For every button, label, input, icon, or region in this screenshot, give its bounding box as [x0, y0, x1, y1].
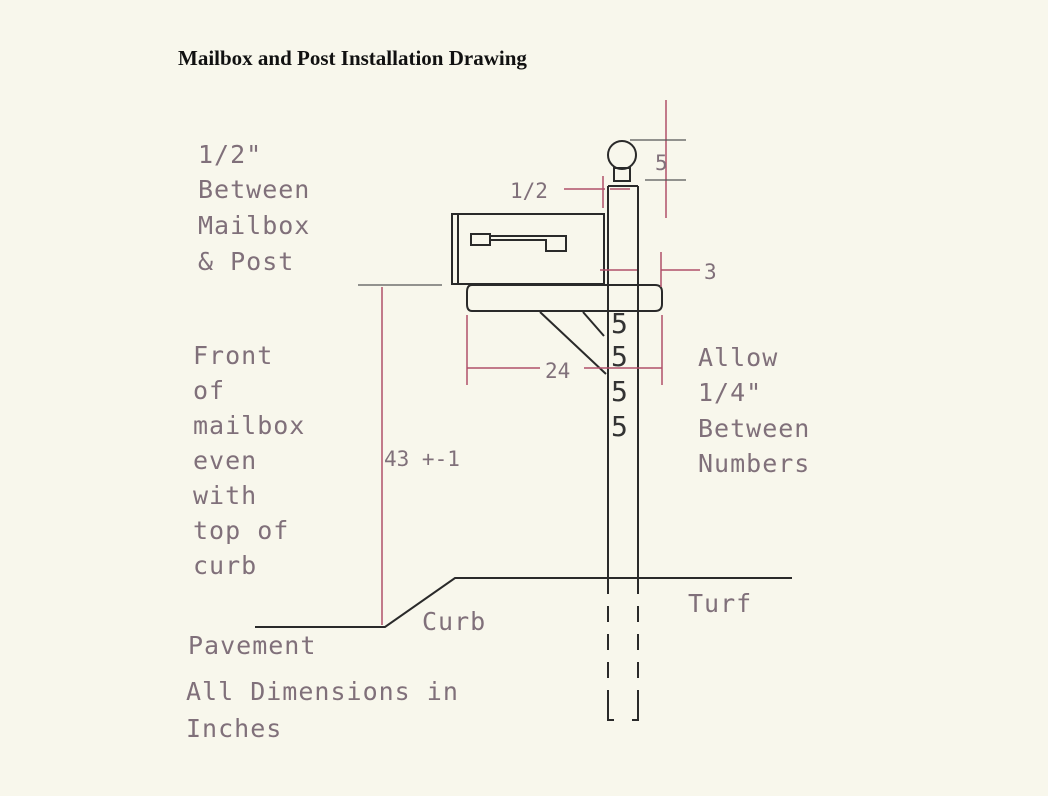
support-brace: [539, 311, 607, 375]
mailbox: [451, 213, 605, 285]
svg-text:Mailbox: Mailbox: [198, 211, 310, 240]
numbers-note: Allow 1/4" Between Numbers: [698, 343, 810, 478]
svg-text:All Dimensions in: All Dimensions in: [186, 677, 459, 706]
svg-text:with: with: [193, 481, 257, 510]
svg-text:Numbers: Numbers: [698, 449, 810, 478]
house-number-digit: 5: [611, 307, 628, 340]
height-dimension: 43 +-1: [358, 284, 460, 625]
gap-dimension: 1/2: [510, 176, 630, 208]
house-number-digit: 5: [611, 410, 628, 443]
curb-label: Curb: [422, 607, 486, 636]
turf-label: Turf: [688, 589, 752, 618]
post-finial-ball: [607, 140, 637, 170]
svg-text:Inches: Inches: [186, 714, 282, 743]
post-width-dimension: 3: [600, 252, 717, 287]
gap-note: 1/2" Between Mailbox & Post: [198, 140, 310, 276]
house-number-digit: 5: [611, 340, 628, 373]
svg-text:3: 3: [704, 260, 717, 284]
drawing-title: Mailbox and Post Installation Drawing: [178, 46, 527, 70]
post-finial-neck: [613, 167, 631, 182]
svg-text:43 +-1: 43 +-1: [384, 447, 460, 471]
svg-text:Between: Between: [198, 175, 310, 204]
svg-text:1/2": 1/2": [198, 140, 262, 169]
house-number-digit: 5: [611, 375, 628, 408]
mailbox-flag: [470, 233, 567, 252]
svg-text:curb: curb: [193, 551, 257, 580]
svg-text:1/2: 1/2: [510, 179, 548, 203]
svg-text:Front: Front: [193, 341, 273, 370]
pavement-label: Pavement: [188, 631, 316, 660]
svg-text:of: of: [193, 376, 225, 405]
ground-line: [255, 577, 792, 628]
svg-text:even: even: [193, 446, 257, 475]
finial-height-dimension: 5: [630, 100, 686, 218]
front-note: Front of mailbox even with top of curb: [193, 341, 305, 580]
svg-text:5: 5: [655, 151, 668, 175]
units-note: All Dimensions in Inches: [186, 677, 459, 743]
svg-text:mailbox: mailbox: [193, 411, 305, 440]
svg-text:top of: top of: [193, 516, 289, 545]
svg-text:Between: Between: [698, 414, 810, 443]
platform-width-dimension: 24: [466, 315, 663, 385]
svg-text:1/4": 1/4": [698, 378, 762, 407]
svg-text:Allow: Allow: [698, 343, 778, 372]
svg-text:24: 24: [545, 359, 570, 383]
svg-text:& Post: & Post: [198, 247, 294, 276]
mailbox-platform: [466, 284, 663, 312]
post: [607, 185, 639, 721]
